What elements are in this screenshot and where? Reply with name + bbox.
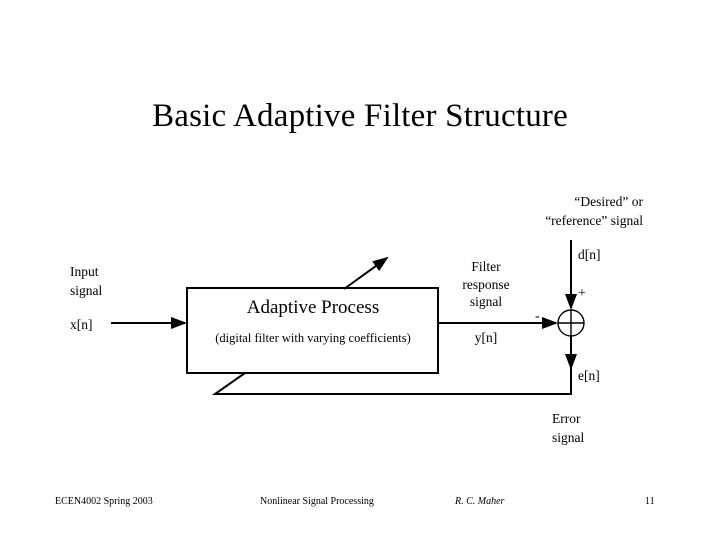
adaptive-process-title: Adaptive Process (246, 297, 380, 318)
desired-signal-symbol: d[n] (578, 247, 601, 262)
summing-junction-minus-sign: - (535, 309, 540, 324)
footer-course-title: Nonlinear Signal Processing (260, 496, 374, 507)
error-signal-symbol: e[n] (578, 368, 600, 383)
adaptive-process-block (186, 287, 439, 374)
summing-junction-plus-sign: + (578, 286, 586, 301)
feedback-path (211, 366, 572, 395)
adaptive-process-subtitle: (digital filter with varying coefficient… (215, 331, 411, 345)
input-signal-symbol: x[n] (70, 317, 93, 332)
filter-response-caption: Filter response signal (462, 259, 510, 309)
footer-course: ECEN4002 Spring 2003 (55, 496, 153, 507)
slide-footer: ECEN4002 Spring 2003 Nonlinear Signal Pr… (0, 495, 720, 515)
error-signal-caption: Error signal (552, 411, 585, 445)
footer-page-number: 11 (645, 496, 655, 507)
footer-author: R. C. Maher (455, 496, 505, 507)
desired-signal-caption: “Desired” or “reference” signal (545, 194, 643, 228)
input-signal-caption: Input signal (70, 264, 103, 298)
page-title: Basic Adaptive Filter Structure (152, 98, 568, 135)
adaptation-arrow (343, 256, 389, 290)
filter-response-symbol: y[n] (474, 330, 498, 345)
